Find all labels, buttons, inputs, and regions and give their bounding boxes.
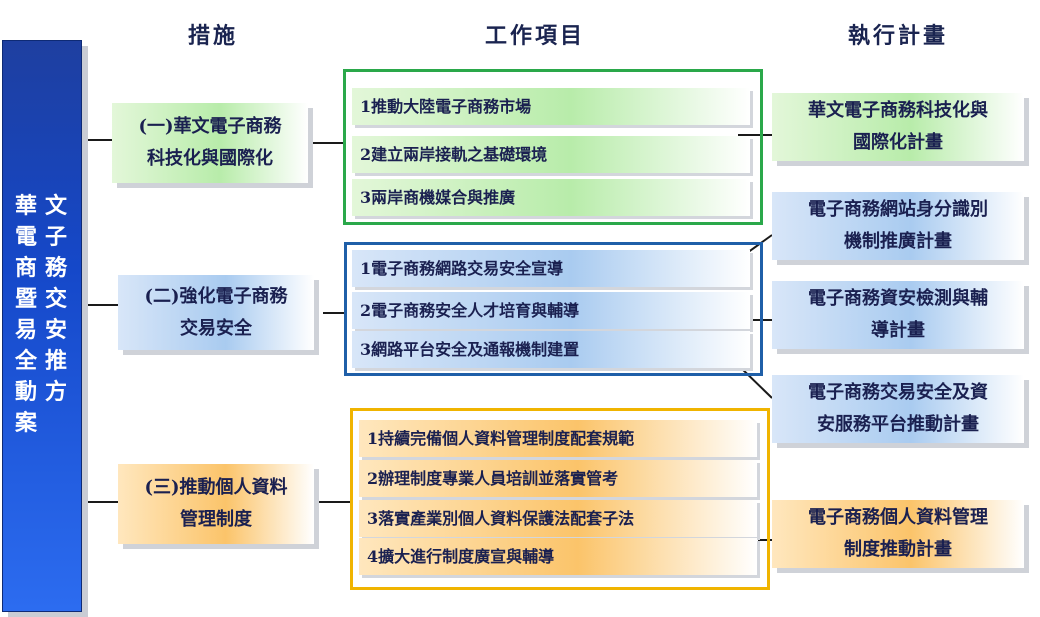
header-measures: 措施 <box>188 23 239 49</box>
program-title-left-column: 華 電 商 暨 易 全 動 案 <box>14 193 37 436</box>
work-group-2-frame <box>344 242 763 376</box>
work-item-1-2: 2建立兩岸接軌之基礎環境 <box>352 136 750 173</box>
work-item-2-1: 1電子商務網路交易安全宣導 <box>352 250 750 287</box>
header-plans: 執行計畫 <box>848 23 949 49</box>
work-group-3-frame <box>350 408 770 590</box>
measure-1-box: (一)華文電子商務 科技化與國際化 <box>112 103 308 183</box>
header-work-items: 工作項目 <box>485 23 586 49</box>
connector-group2-plan4 <box>737 364 773 399</box>
measure-3-box: (三)推動個人資料 管理制度 <box>118 464 314 544</box>
plan-2-box: 電子商務網站身分識別 機制推廣計畫 <box>772 192 1024 260</box>
work-item-3-4: 4擴大進行制度廣宣與輔導 <box>359 538 757 575</box>
program-title-banner: 華 電 商 暨 易 全 動 案 文 子 務 交 安 推 方 <box>2 40 82 612</box>
work-group-1-frame <box>343 69 763 225</box>
work-item-3-3: 3落實產業別個人資料保護法配套子法 <box>359 500 757 537</box>
work-item-2-3: 3網路平台安全及通報機制建置 <box>352 331 750 368</box>
work-item-3-1: 1持續完備個人資料管理制度配套規範 <box>359 420 757 457</box>
work-item-1-1: 1推動大陸電子商務市場 <box>352 88 750 125</box>
plan-5-box: 電子商務個人資料管理 制度推動計畫 <box>772 500 1024 568</box>
plan-1-box: 華文電子商務科技化與 國際化計畫 <box>772 93 1024 161</box>
measure-2-box: (二)強化電子商務 交易安全 <box>118 275 314 350</box>
plan-4-box: 電子商務交易安全及資 安服務平台推動計畫 <box>772 375 1024 443</box>
work-item-3-2: 2辦理制度專業人員培訓並落實管考 <box>359 460 757 497</box>
program-title-right-column: 文 子 務 交 安 推 方 <box>44 193 67 405</box>
plan-3-box: 電子商務資安檢測與輔 導計畫 <box>772 281 1024 349</box>
work-item-1-3: 3兩岸商機媒合與推廣 <box>352 179 750 216</box>
work-item-2-2: 2電子商務安全人才培育與輔導 <box>352 292 750 329</box>
